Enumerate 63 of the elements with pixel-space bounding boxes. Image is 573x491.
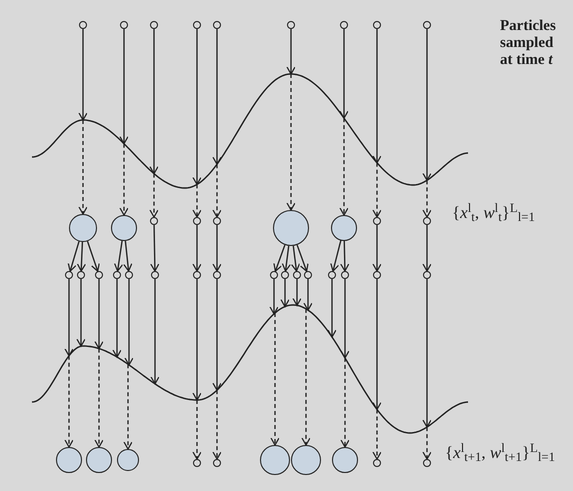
dashed-arrow	[422, 427, 432, 460]
arrow	[303, 279, 313, 311]
arrow	[124, 279, 134, 366]
dashed-arrow	[212, 164, 222, 218]
arrow	[76, 279, 86, 347]
density-curve	[32, 73, 468, 189]
arrow	[372, 29, 382, 164]
dashed-arrow	[123, 364, 133, 450]
dashed-arrow	[422, 180, 432, 218]
dashed-arrow	[340, 358, 350, 448]
dashed-arrow	[212, 390, 222, 460]
dashed-arrow	[301, 308, 311, 446]
arrow	[119, 29, 129, 144]
arrow	[76, 242, 86, 272]
dashed-arrow	[192, 184, 202, 218]
arrow	[86, 241, 100, 272]
annotation-text: Particles sampled at time t	[500, 18, 557, 69]
arrow	[327, 279, 337, 338]
arrow	[123, 240, 132, 272]
arrow	[212, 225, 222, 272]
arrow	[112, 279, 122, 358]
dashed-arrow	[119, 144, 129, 216]
arrow	[282, 246, 291, 272]
arrow	[212, 279, 222, 391]
arrow	[372, 279, 382, 410]
dashed-arrow	[64, 356, 74, 448]
arrow	[339, 29, 349, 119]
dashed-arrow	[372, 409, 382, 460]
arrow	[114, 240, 124, 272]
arrow	[422, 225, 432, 272]
arrow	[273, 244, 286, 272]
arrow	[340, 240, 350, 272]
arrow	[291, 246, 300, 272]
arrow	[150, 279, 160, 384]
arrow	[340, 279, 350, 358]
arrow	[78, 29, 88, 121]
dashed-arrow	[94, 348, 104, 448]
arrow	[192, 225, 202, 272]
arrow	[286, 29, 296, 75]
arrow	[212, 29, 222, 165]
arrow	[296, 244, 309, 272]
arrow	[292, 279, 302, 306]
dashed-arrow	[192, 400, 202, 460]
arrow	[280, 279, 290, 308]
arrow	[330, 240, 342, 272]
dashed-arrow	[149, 174, 159, 218]
dashed-arrow	[286, 74, 296, 211]
dashed-arrow	[339, 118, 349, 216]
arrow	[94, 279, 104, 350]
arrow	[372, 225, 382, 272]
dashed-arrow	[78, 120, 88, 215]
density-curve	[32, 304, 468, 434]
dashed-arrow	[372, 162, 382, 218]
arrow	[64, 279, 74, 356]
arrow	[422, 29, 432, 181]
dashed-arrow	[270, 313, 280, 446]
arrow	[422, 279, 432, 428]
arrow	[192, 29, 202, 186]
arrow	[150, 224, 160, 272]
arrow	[192, 279, 202, 401]
arrow	[269, 279, 279, 314]
arrow	[149, 29, 159, 174]
arrow	[68, 241, 80, 272]
